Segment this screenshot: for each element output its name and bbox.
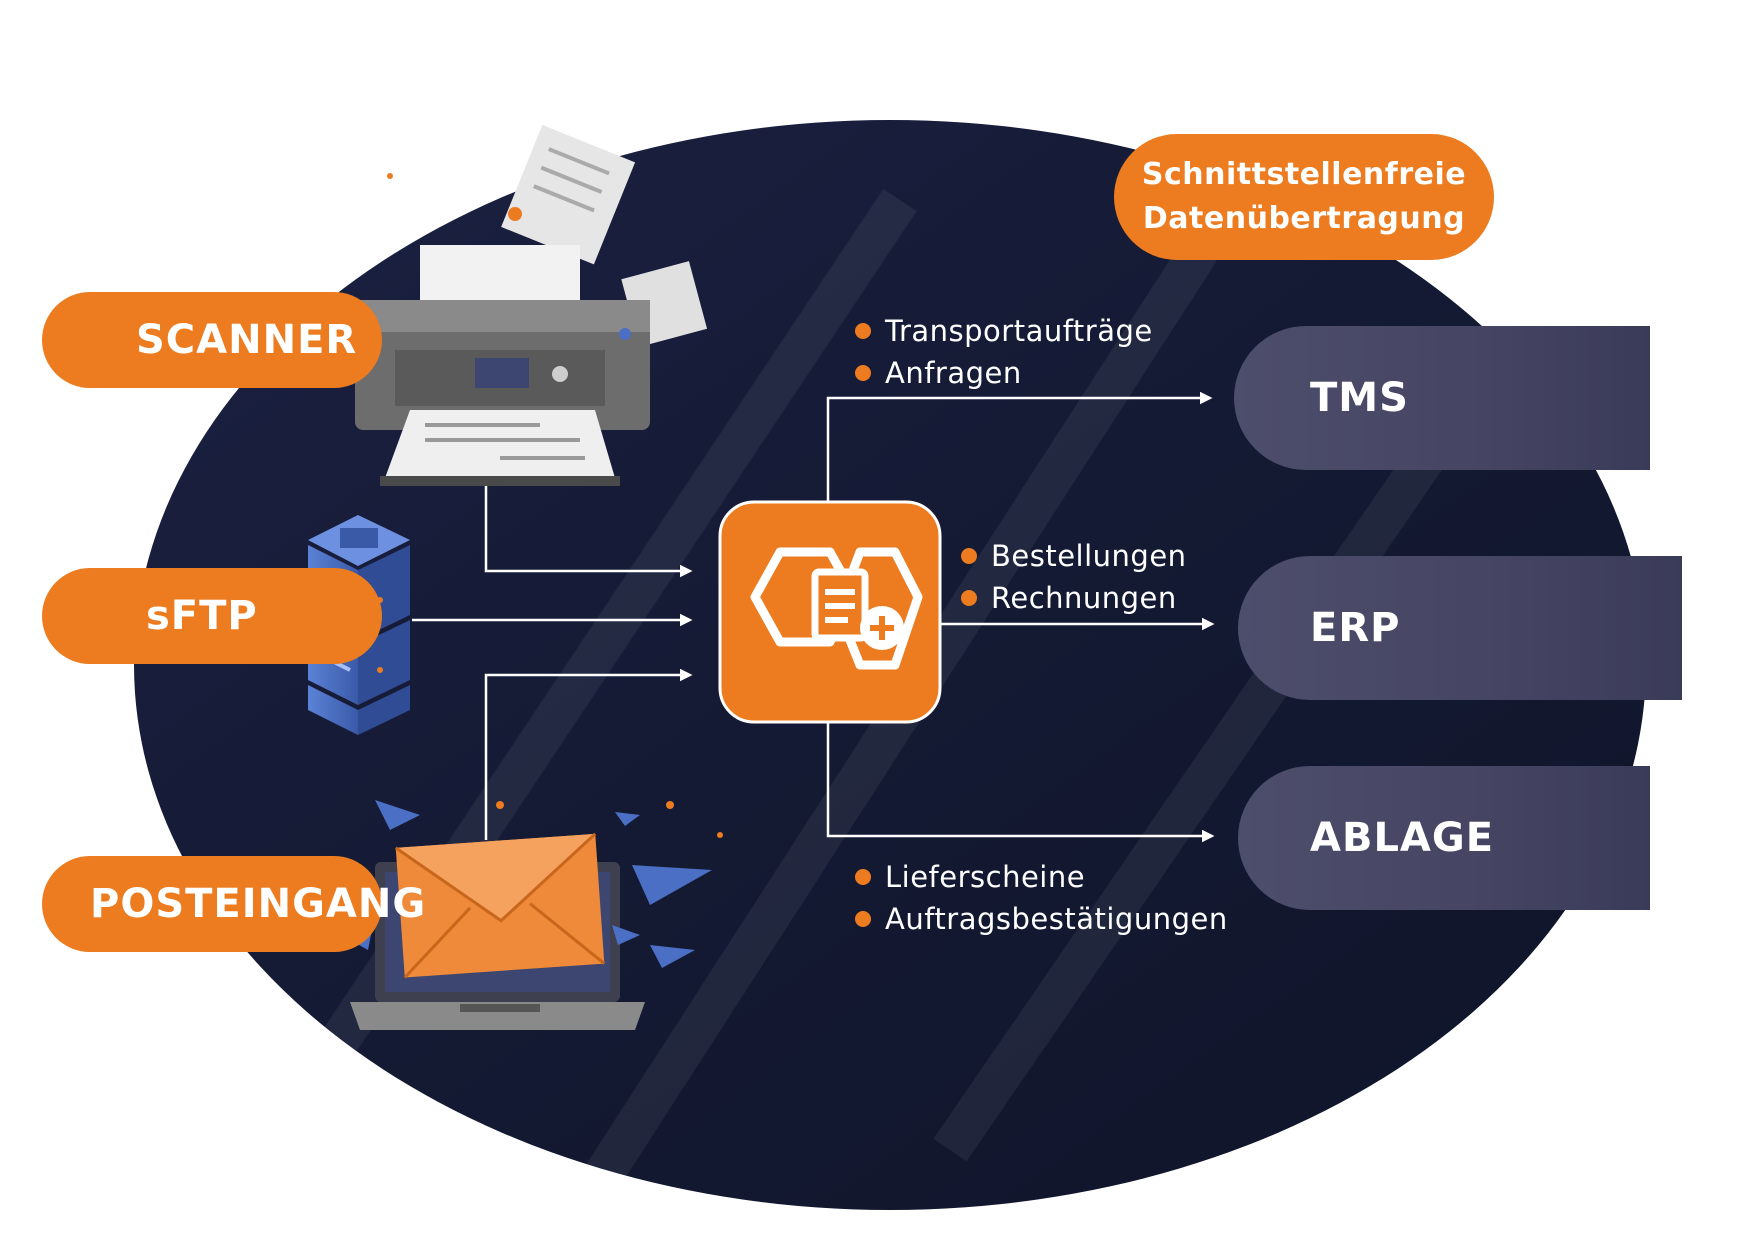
list-item: Transportaufträge	[855, 310, 1153, 352]
doc-type-label: Transportaufträge	[885, 314, 1153, 348]
printer-icon	[355, 124, 708, 486]
document-types-ablage: Lieferscheine Auftragsbestätigungen	[855, 856, 1228, 940]
laptop-envelope-icon	[350, 800, 723, 1030]
source-label-posteingang: POSTEINGANG	[42, 856, 425, 952]
connector-ablage	[826, 722, 1215, 843]
doc-type-label: Auftragsbestätigungen	[885, 902, 1228, 936]
bullet-dot	[855, 911, 871, 927]
paper-plane-icon	[632, 865, 712, 905]
badge-line-1: Schnittstellenfreie	[1141, 157, 1467, 192]
document-types-erp: Bestellungen Rechnungen	[961, 535, 1187, 619]
bullet-dot	[961, 548, 977, 564]
list-item: Anfragen	[855, 352, 1153, 394]
source-connectors	[412, 486, 693, 840]
list-item: Lieferscheine	[855, 856, 1228, 898]
bullet-dot	[961, 590, 977, 606]
paper-plane-icon	[615, 812, 640, 826]
connector-scanner	[484, 486, 693, 578]
document-types-tms: Transportaufträge Anfragen	[855, 310, 1153, 394]
list-item: Auftragsbestätigungen	[855, 898, 1228, 940]
paper-plane-icon	[375, 800, 420, 830]
doc-type-label: Bestellungen	[991, 539, 1187, 573]
doc-type-label: Anfragen	[885, 356, 1022, 390]
bullet-dot	[855, 365, 871, 381]
source-label-scanner: SCANNER	[42, 292, 382, 388]
bullet-dot	[855, 869, 871, 885]
badge-line-2: Datenübertragung	[1142, 201, 1466, 236]
connector-posteingang	[484, 668, 693, 840]
connector-tms	[826, 391, 1213, 502]
doc-type-label: Lieferscheine	[885, 860, 1086, 894]
list-item: Bestellungen	[961, 535, 1187, 577]
list-item: Rechnungen	[961, 577, 1187, 619]
interface-free-badge: Schnittstellenfreie Datenübertragung	[1114, 134, 1494, 260]
target-label-ablage: ABLAGE	[1238, 766, 1650, 910]
target-label-tms: TMS	[1234, 326, 1650, 470]
target-connectors	[826, 391, 1215, 843]
bullet-dot	[855, 323, 871, 339]
paper-plane-icon	[650, 945, 695, 968]
paper-plane-icon	[612, 925, 640, 945]
source-label-sftp: sFTP	[42, 568, 382, 664]
document-processing-hub-icon	[718, 500, 942, 724]
target-label-erp: ERP	[1238, 556, 1682, 700]
doc-type-label: Rechnungen	[991, 581, 1177, 615]
